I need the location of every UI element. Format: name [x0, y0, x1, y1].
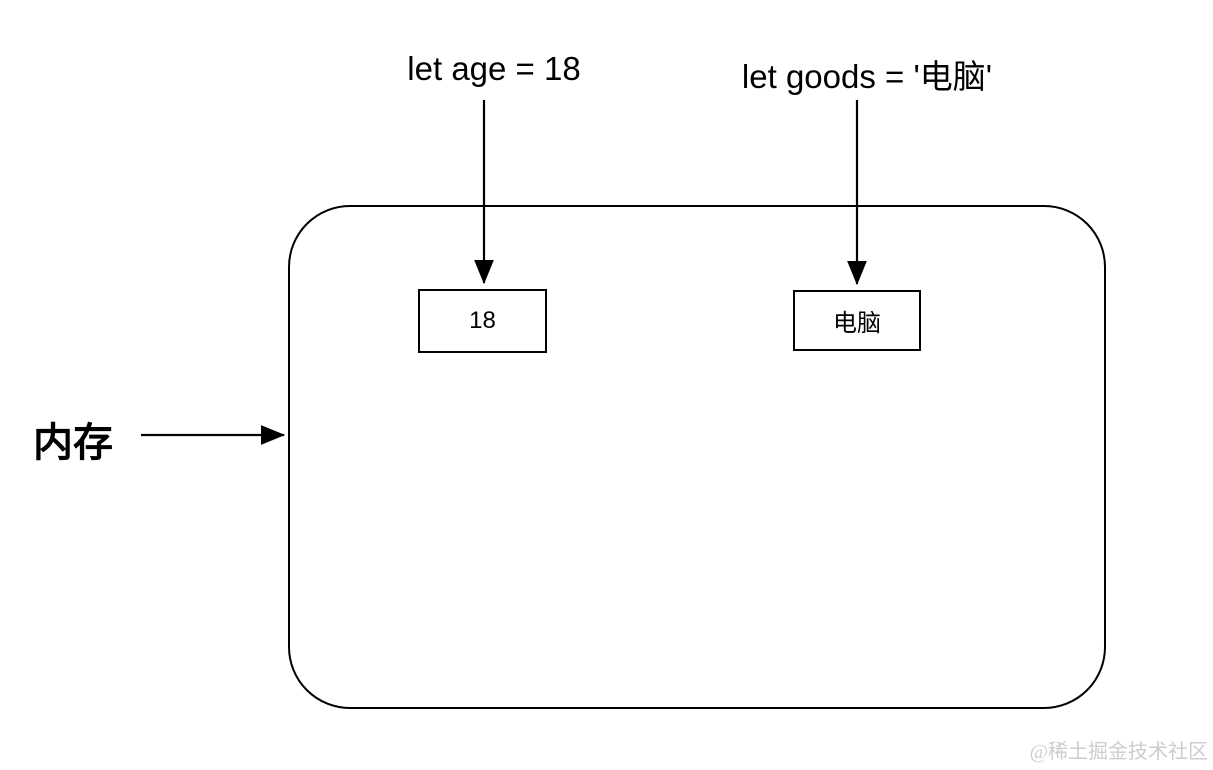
- declaration-age-label: let age = 18: [407, 50, 581, 87]
- value-box-goods: 电脑: [793, 290, 921, 351]
- value-box-age: 18: [418, 289, 547, 353]
- declaration-goods-label: let goods = '电脑': [741, 58, 993, 95]
- memory-label: 内存: [33, 421, 113, 465]
- watermark-text: @稀土掘金技术社区: [1029, 741, 1208, 763]
- memory-container-shape: [288, 205, 1106, 709]
